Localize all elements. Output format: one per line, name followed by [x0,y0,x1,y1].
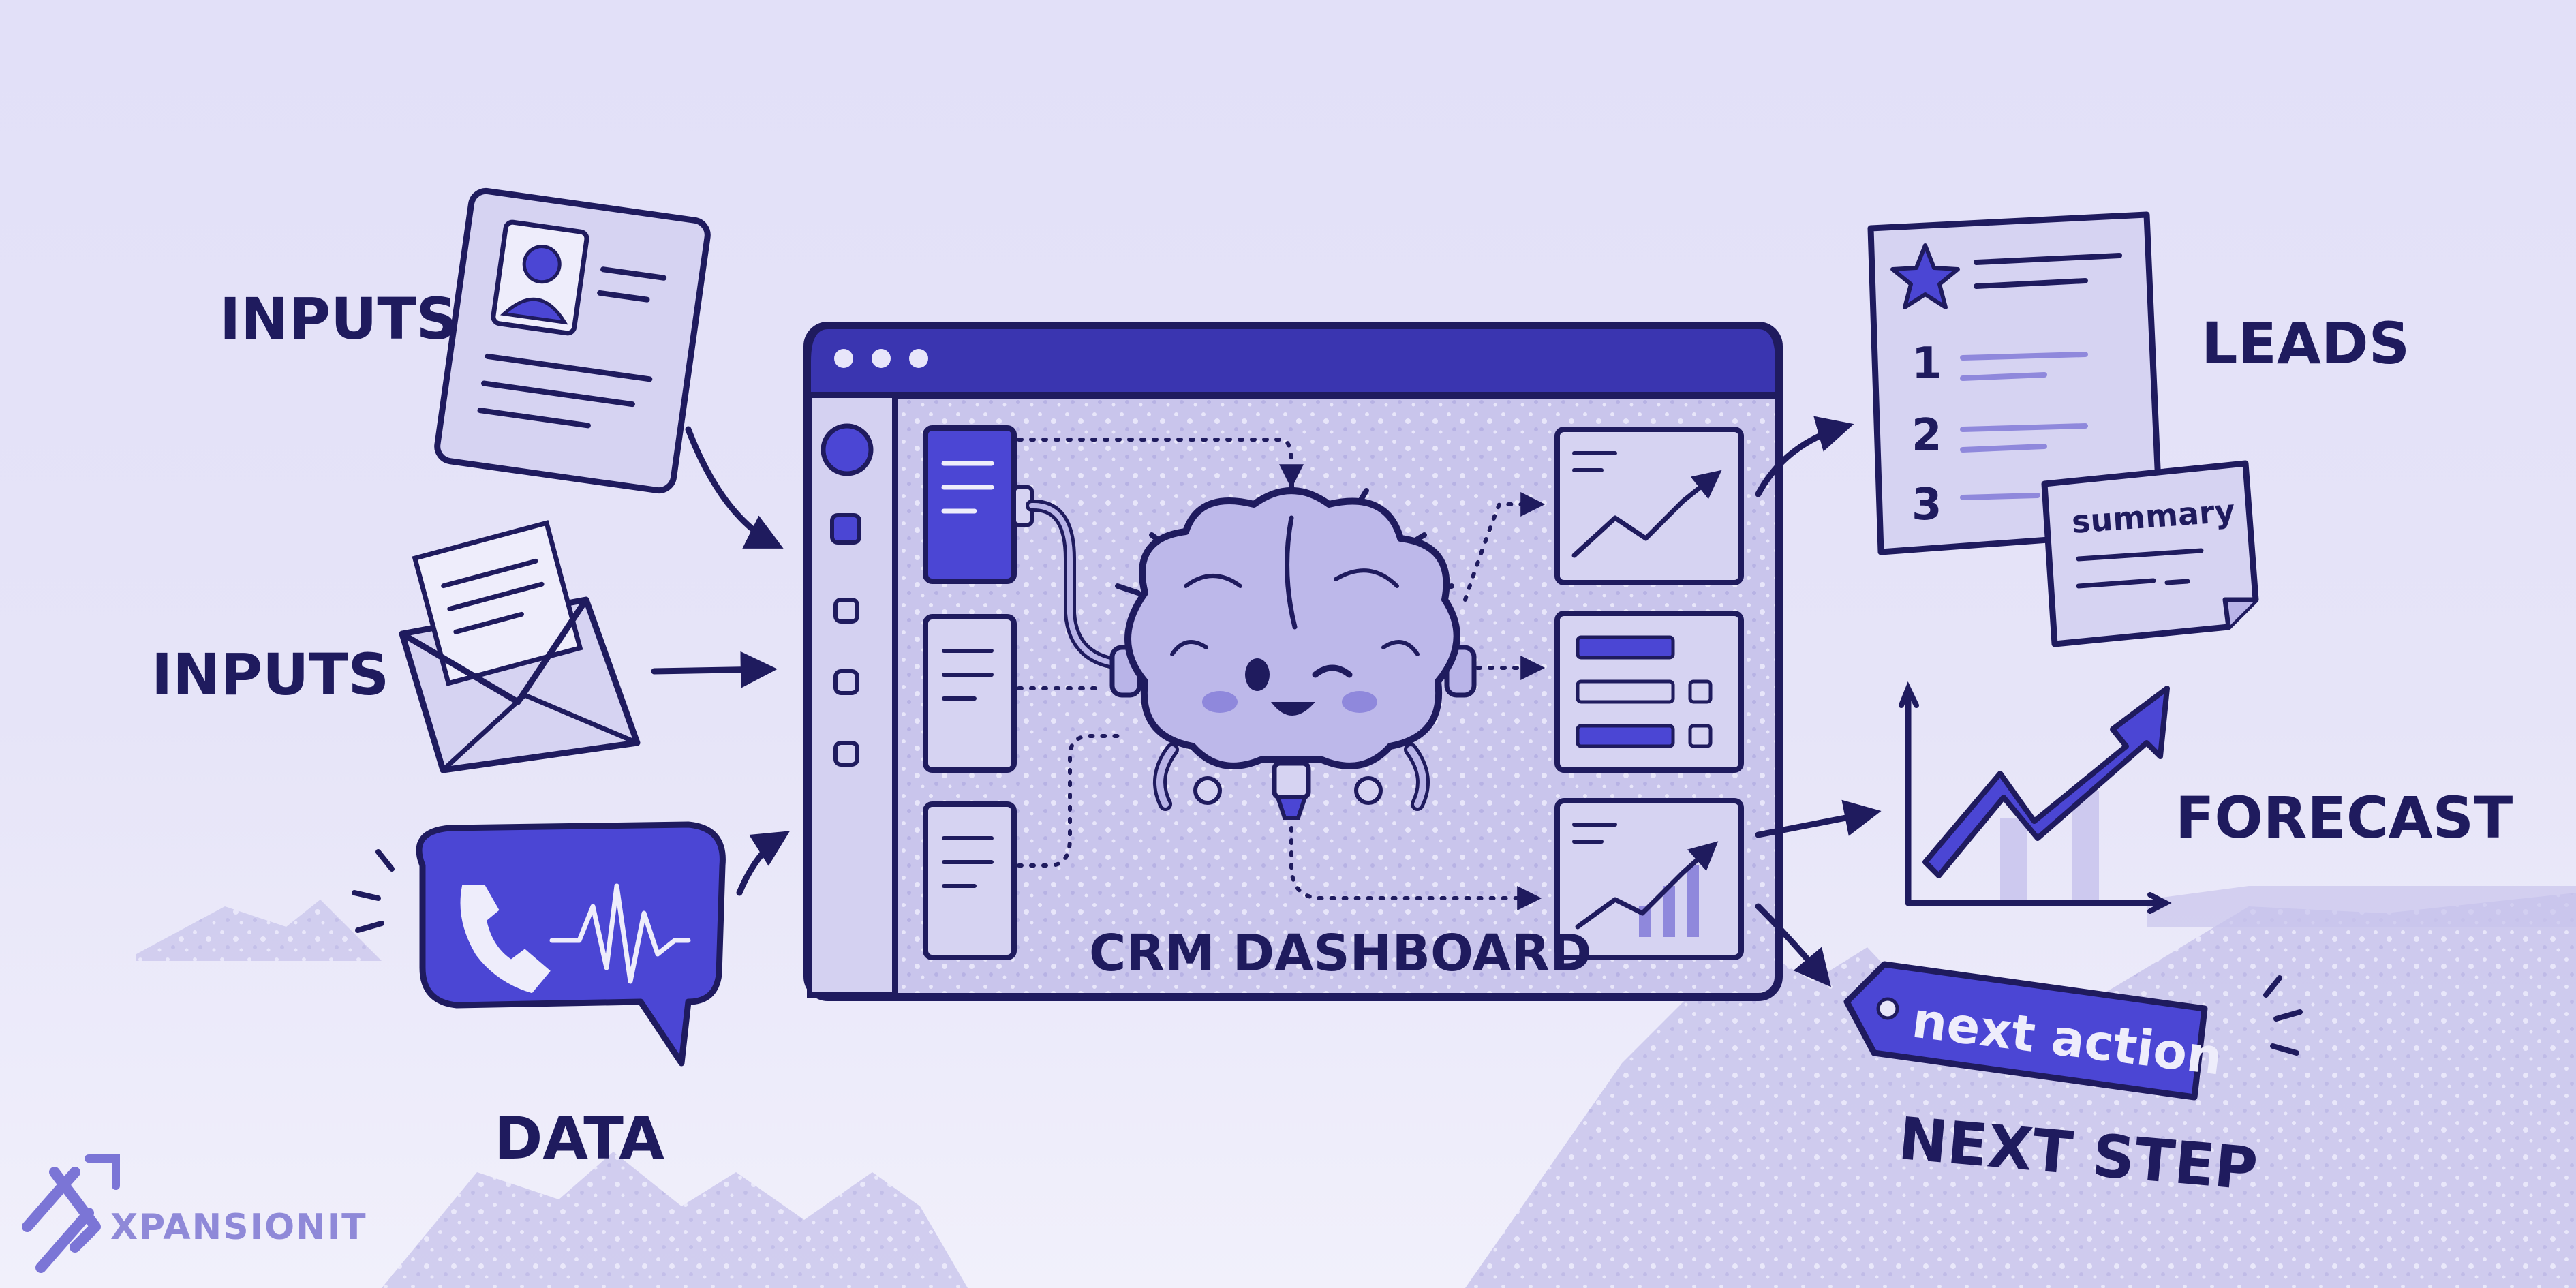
leads-rank-2: 2 [1912,410,1942,461]
leads-rank-3: 3 [1912,480,1942,530]
xpansionit-logo: XPANSIONIT [22,1154,367,1273]
label-forecast: FORECAST [2175,784,2513,851]
label-inputs-top: INPUTS [219,286,458,352]
cable [1012,485,1131,671]
document-cards [923,425,1017,960]
leads-rank-1: 1 [1912,339,1942,389]
trend-chart-icon [1899,681,2172,914]
brain-robot-icon [1109,474,1477,820]
chart-panel-line [1554,427,1744,585]
output-arrows [1755,416,1882,987]
summary-note: summary [2041,460,2259,647]
chart-panel-list [1554,611,1744,773]
envelope-icon [399,520,641,773]
phone-call-icon [352,821,726,1067]
brand-name: XPANSIONIT [110,1207,367,1248]
label-leads: LEADS [2201,310,2410,377]
next-action-tag: next action [1843,961,2303,1101]
star-icon [1890,243,1960,309]
label-inputs-mid: INPUTS [151,641,390,708]
input-arrows [651,426,791,896]
contact-card-icon [434,187,711,494]
label-data: DATA [494,1105,664,1173]
dotted-connectors [1017,438,1546,910]
chart-panel-bars [1554,798,1744,960]
label-crm-dashboard: CRM DASHBOARD [1089,924,1592,983]
